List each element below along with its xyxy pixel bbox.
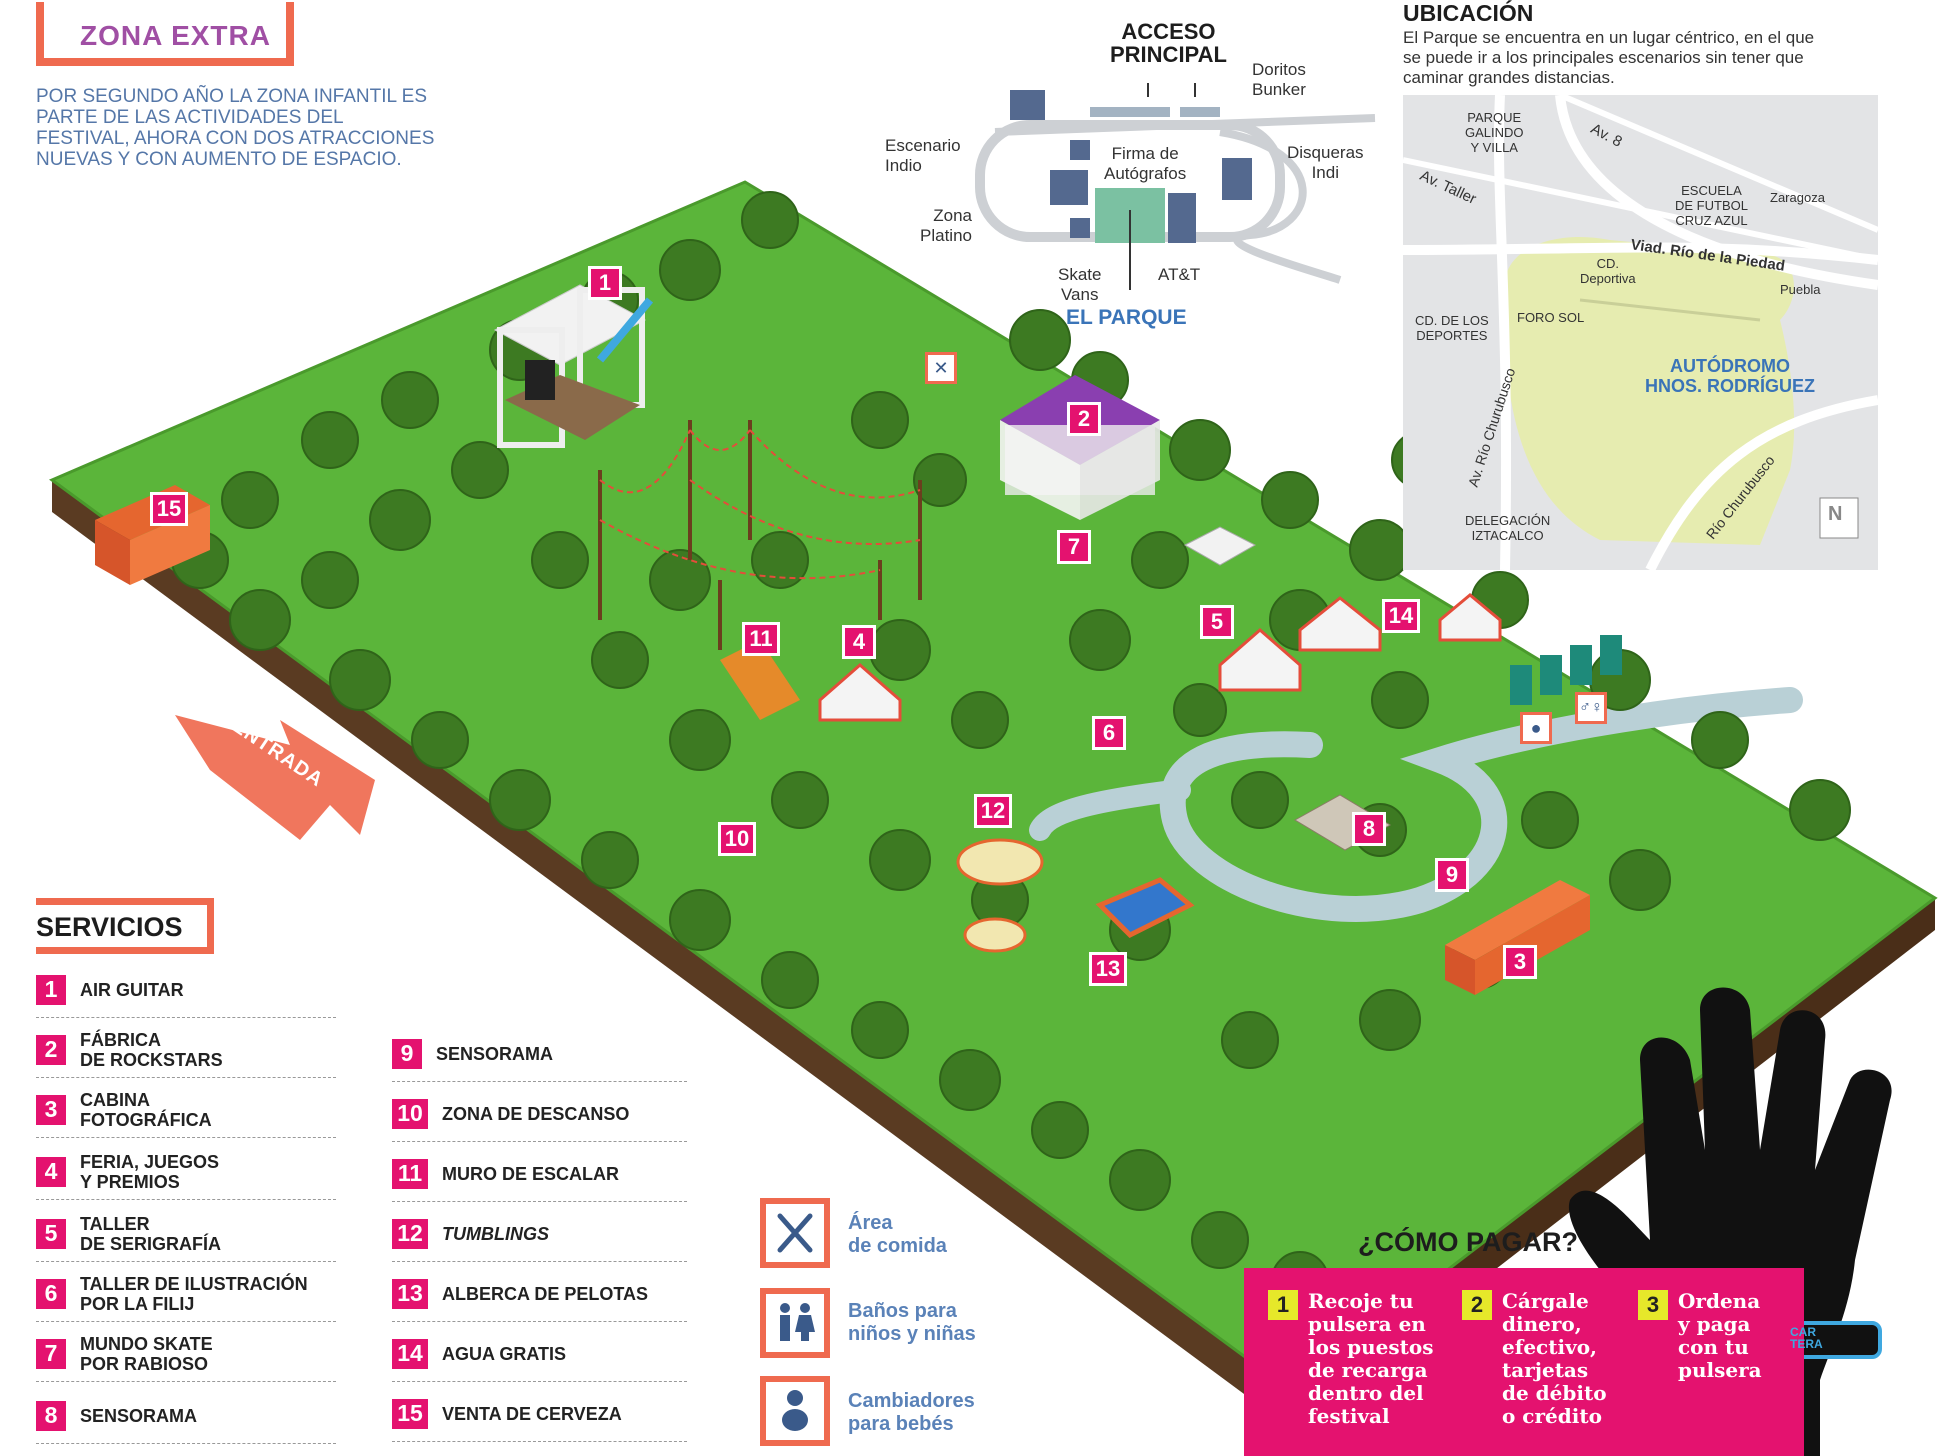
skate-vans-label: Skate Vans [1058,265,1102,304]
bunting [599,429,921,580]
att-label: AT&T [1158,265,1201,284]
map-fork-knife-icon[interactable]: ✕ [925,352,957,384]
foro-sol-label: FORO SOL [1517,310,1585,325]
venue-minimap [975,83,1376,290]
ubicacion-title: UBICACIÓN [1403,0,1534,26]
map-marker-2[interactable]: 2 [1067,402,1101,436]
rockstars-tent [1000,375,1160,520]
map-marker-8[interactable]: 8 [1352,812,1386,846]
map-marker-1[interactable]: 1 [588,266,622,300]
como-pagar-panel [1244,1268,1804,1456]
fork-knife-icon [760,1198,830,1268]
ubicacion-text: El Parque se encuentra en un lugar céntr… [1403,28,1815,87]
park-soil-left [52,480,1290,1428]
skate-booth [1183,526,1257,566]
map-marker-9[interactable]: 9 [1435,858,1469,892]
parque-galindo-label: PARQUE GALINDO Y VILLA [1465,110,1524,155]
tents [818,593,1502,722]
map-marker-15[interactable]: 15 [150,492,188,526]
park-grass [52,182,1935,1390]
legend-baby-label: Cambiadores para bebés [848,1390,975,1435]
map-baby-icon[interactable]: ● [1520,712,1552,744]
zona-extra-frame [36,2,294,66]
escenario-indio-label: Escenario Indio [885,136,961,175]
trampoline-2 [963,917,1027,953]
pole-group [598,420,922,650]
ball-pit [1095,877,1195,939]
zona-extra-title: ZONA EXTRA [80,20,271,51]
toilets [1510,635,1622,705]
location-map [1402,92,1880,573]
trampoline-1 [956,838,1044,886]
north-icon: N [1828,503,1843,525]
map-marker-14[interactable]: 14 [1382,599,1420,633]
doritos-bunker-label: Doritos Bunker [1252,60,1306,99]
acceso-principal-label: ACCESO PRINCIPAL [1110,19,1227,67]
escuela-cruz-azul-label: ESCUELA DE FUTBOL CRUZ AZUL [1675,183,1748,228]
legend-food-label: Área de comida [848,1212,947,1257]
map-marker-7[interactable]: 7 [1057,530,1091,564]
map-marker-6[interactable]: 6 [1092,716,1126,750]
zaragoza-label: Zaragoza [1770,190,1825,205]
el-parque-label: EL PARQUE [1066,306,1187,329]
map-marker-12[interactable]: 12 [974,794,1012,828]
zona-platino-label: Zona Platino [920,206,972,245]
map-marker-10[interactable]: 10 [718,822,756,856]
map-marker-11[interactable]: 11 [742,622,780,656]
map-marker-3[interactable]: 3 [1503,945,1537,979]
firma-autografos-label: Firma de Autógrafos [1104,144,1187,183]
autodromo-label: AUTÓDROMO HNOS. RODRÍGUEZ [1645,356,1816,396]
air-guitar-stage [493,284,654,448]
cd-deportes-label: CD. DE LOS DEPORTES [1415,313,1489,343]
servicios-frame [36,898,214,954]
cd-deportiva-label: CD. Deportiva [1580,256,1636,286]
map-restroom-icon[interactable]: ♂♀ [1575,692,1607,724]
climbing-wall [720,640,800,720]
servicios-title: SERVICIOS [36,912,183,942]
legend-restroom-label: Baños para niños y niñas [848,1300,976,1345]
delegacion-iztacalco-label: DELEGACIÓN IZTACALCO [1465,513,1551,543]
como-pagar-title: ¿CÓMO PAGAR? [1358,1227,1578,1257]
wristband-label: CAR TERA [1790,1325,1823,1351]
disqueras-indi-label: Disqueras Indi [1287,143,1364,182]
zona-extra-intro: POR SEGUNDO AÑO LA ZONA INFANTIL ES PART… [36,86,435,170]
baby-icon [760,1376,830,1446]
puebla-label: Puebla [1780,282,1821,297]
map-marker-13[interactable]: 13 [1089,952,1127,986]
entrada-arrow [175,715,375,840]
restroom-icon [760,1288,830,1358]
map-marker-5[interactable]: 5 [1200,605,1234,639]
map-marker-4[interactable]: 4 [842,625,876,659]
